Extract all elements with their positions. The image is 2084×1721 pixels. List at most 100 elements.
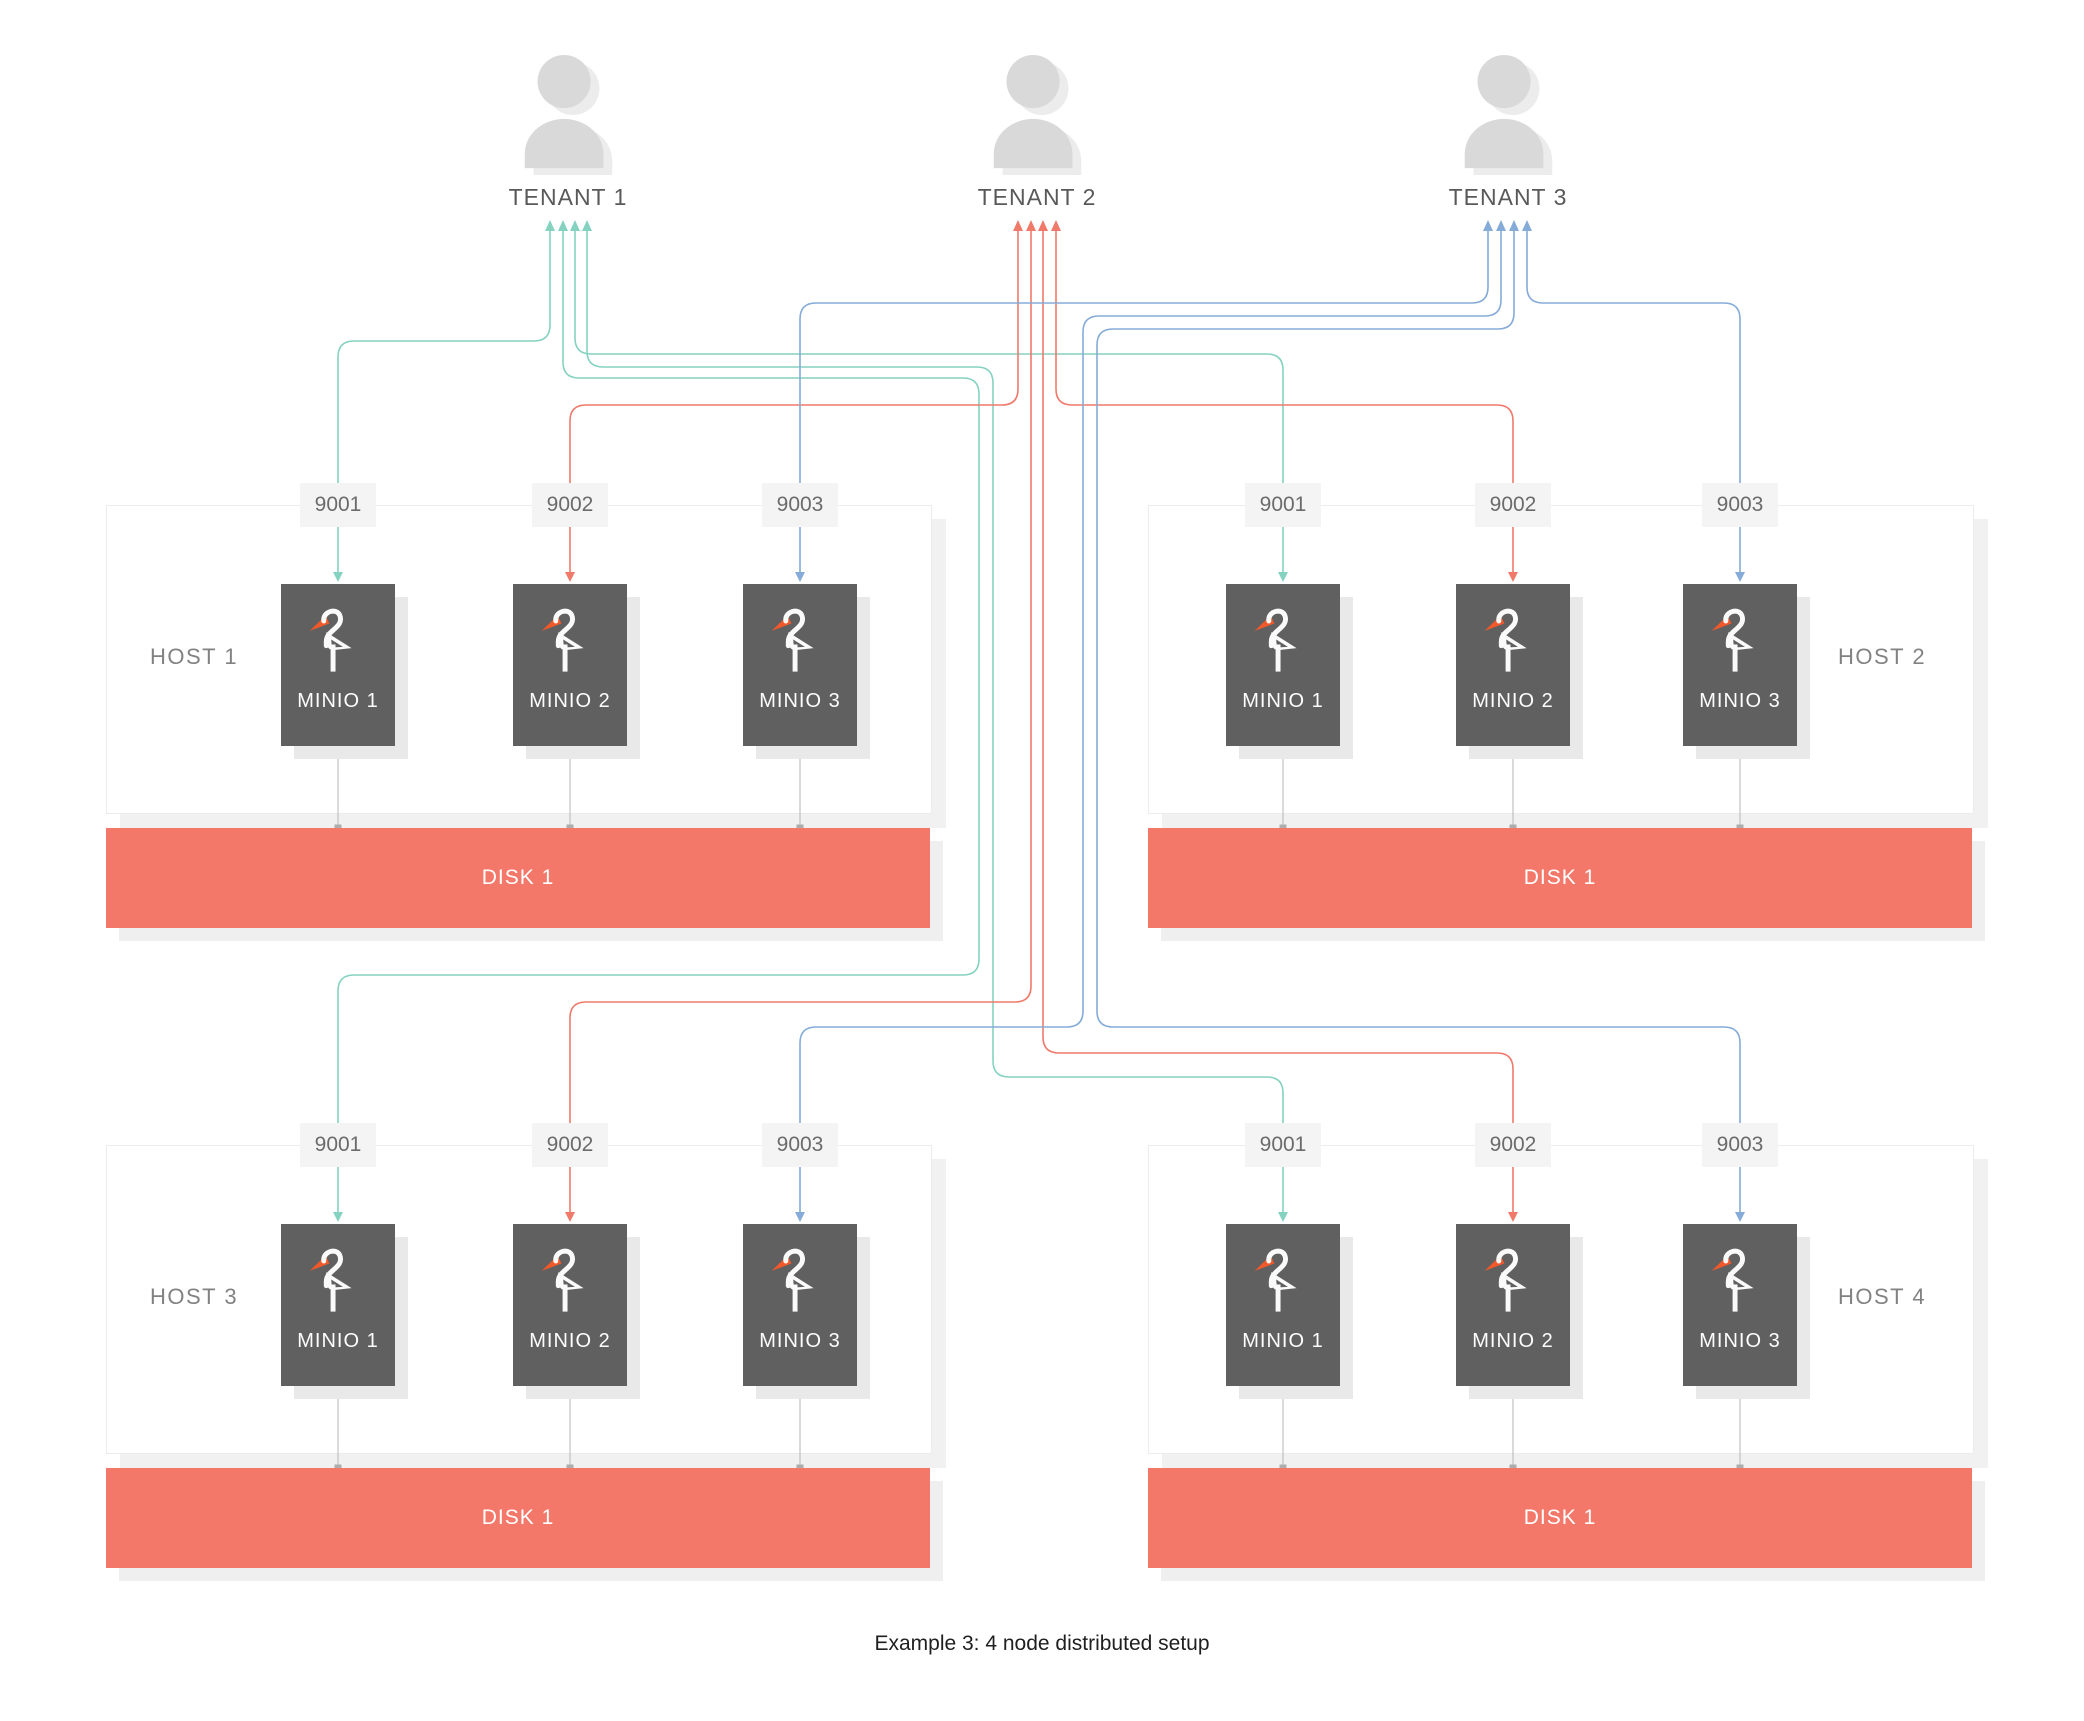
- link-tenant2-host3: [569, 231, 1032, 1212]
- tenant-3-label: TENANT 3: [1448, 184, 1568, 210]
- host-label-1: HOST 1: [150, 644, 239, 669]
- port-host4-9001: 9001: [1245, 1123, 1321, 1167]
- link-tenant2-host1: [569, 231, 1019, 572]
- minio-bird-logo-icon: [533, 1238, 607, 1326]
- port-host2-9002: 9002: [1475, 483, 1551, 527]
- minio-node-host4-3: MINIO 3: [1683, 1224, 1797, 1386]
- link-tenant1-host4: [586, 231, 1284, 1212]
- link-tenant1-host2: [574, 231, 1284, 572]
- minio-node-label: MINIO 1: [297, 1330, 379, 1352]
- tenant-3: TENANT 3: [1413, 52, 1603, 211]
- arrowhead-up-icon: [1051, 220, 1061, 231]
- minio-bird-logo-icon: [1246, 598, 1320, 686]
- minio-node-host4-1: MINIO 1: [1226, 1224, 1340, 1386]
- person-icon: [1449, 52, 1567, 178]
- arrowhead-down-icon: [1508, 572, 1518, 582]
- arrowhead-down-icon: [333, 572, 343, 582]
- person-icon: [509, 52, 627, 178]
- link-tenant2-host4: [1042, 231, 1514, 1212]
- link-tenant1-host1: [337, 231, 551, 572]
- minio-node-label: MINIO 2: [1472, 1330, 1554, 1352]
- minio-node-label: MINIO 3: [1699, 1330, 1781, 1352]
- minio-node-host2-3: MINIO 3: [1683, 584, 1797, 746]
- disk-host2: DISK 1: [1148, 828, 1972, 928]
- disk-label: DISK 1: [1523, 866, 1597, 889]
- minio-bird-logo-icon: [301, 1238, 375, 1326]
- arrowhead-down-icon: [795, 572, 805, 582]
- minio-node-host4-2: MINIO 2: [1456, 1224, 1570, 1386]
- host-label-3: HOST 3: [150, 1284, 239, 1309]
- arrowhead-down-icon: [565, 572, 575, 582]
- port-host1-9001: 9001: [300, 483, 376, 527]
- port-host1-9003: 9003: [762, 483, 838, 527]
- arrowhead-up-icon: [1483, 220, 1493, 231]
- minio-node-label: MINIO 2: [529, 1330, 611, 1352]
- port-host3-9001: 9001: [300, 1123, 376, 1167]
- person-icon: [978, 52, 1096, 178]
- arrowhead-down-icon: [1735, 572, 1745, 582]
- diagram-caption: Example 3: 4 node distributed setup: [874, 1632, 1210, 1655]
- connector-endpoint-dot: [566, 1382, 574, 1390]
- minio-node-label: MINIO 1: [297, 690, 379, 712]
- tenant-1: TENANT 1: [473, 52, 663, 211]
- connector-endpoint-dot: [1279, 742, 1287, 750]
- disk-label: DISK 1: [481, 1506, 555, 1529]
- disk-host3: DISK 1: [106, 1468, 930, 1568]
- arrowhead-up-icon: [1038, 220, 1048, 231]
- link-tenant1-host3: [337, 231, 980, 1212]
- arrowhead-up-icon: [545, 220, 555, 231]
- minio-bird-logo-icon: [763, 598, 837, 686]
- port-host1-9002: 9002: [532, 483, 608, 527]
- port-host4-9002: 9002: [1475, 1123, 1551, 1167]
- port-host2-9003: 9003: [1702, 483, 1778, 527]
- arrowhead-down-icon: [1508, 1212, 1518, 1222]
- disk-label: DISK 1: [1523, 1506, 1597, 1529]
- arrowhead-down-icon: [333, 1212, 343, 1222]
- tenant-1-label: TENANT 1: [508, 184, 628, 210]
- minio-bird-logo-icon: [533, 598, 607, 686]
- minio-node-host3-3: MINIO 3: [743, 1224, 857, 1386]
- host-label-4: HOST 4: [1838, 1284, 1927, 1309]
- arrowhead-up-icon: [1013, 220, 1023, 231]
- connector-endpoint-dot: [334, 1382, 342, 1390]
- minio-node-label: MINIO 3: [759, 1330, 841, 1352]
- minio-bird-logo-icon: [301, 598, 375, 686]
- minio-node-label: MINIO 3: [759, 690, 841, 712]
- tenant-2: TENANT 2: [942, 52, 1132, 211]
- arrowhead-down-icon: [1278, 572, 1288, 582]
- minio-node-label: MINIO 1: [1242, 690, 1324, 712]
- arrowhead-up-icon: [570, 220, 580, 231]
- link-tenant3-host4: [1096, 231, 1741, 1212]
- port-host3-9002: 9002: [532, 1123, 608, 1167]
- port-host4-9003: 9003: [1702, 1123, 1778, 1167]
- minio-node-label: MINIO 2: [529, 690, 611, 712]
- minio-node-host2-1: MINIO 1: [1226, 584, 1340, 746]
- minio-node-label: MINIO 3: [1699, 690, 1781, 712]
- minio-bird-logo-icon: [1246, 1238, 1320, 1326]
- port-host3-9003: 9003: [762, 1123, 838, 1167]
- minio-node-host3-1: MINIO 1: [281, 1224, 395, 1386]
- arrowhead-up-icon: [558, 220, 568, 231]
- minio-node-label: MINIO 2: [1472, 690, 1554, 712]
- arrowhead-up-icon: [1026, 220, 1036, 231]
- arrowhead-down-icon: [565, 1212, 575, 1222]
- arrowhead-down-icon: [1278, 1212, 1288, 1222]
- arrowhead-up-icon: [1509, 220, 1519, 231]
- connector-endpoint-dot: [566, 742, 574, 750]
- minio-node-host3-2: MINIO 2: [513, 1224, 627, 1386]
- arrowhead-down-icon: [1735, 1212, 1745, 1222]
- connector-endpoint-dot: [1736, 1382, 1744, 1390]
- tenant-2-label: TENANT 2: [977, 184, 1097, 210]
- minio-node-host1-3: MINIO 3: [743, 584, 857, 746]
- minio-bird-logo-icon: [1476, 1238, 1550, 1326]
- arrowhead-down-icon: [795, 1212, 805, 1222]
- connector-endpoint-dot: [796, 1382, 804, 1390]
- connector-endpoint-dot: [1509, 742, 1517, 750]
- host-label-2: HOST 2: [1838, 644, 1927, 669]
- link-tenant3-host2: [1526, 231, 1741, 572]
- link-tenant3-host1: [799, 231, 1489, 572]
- minio-node-host2-2: MINIO 2: [1456, 584, 1570, 746]
- minio-bird-logo-icon: [1476, 598, 1550, 686]
